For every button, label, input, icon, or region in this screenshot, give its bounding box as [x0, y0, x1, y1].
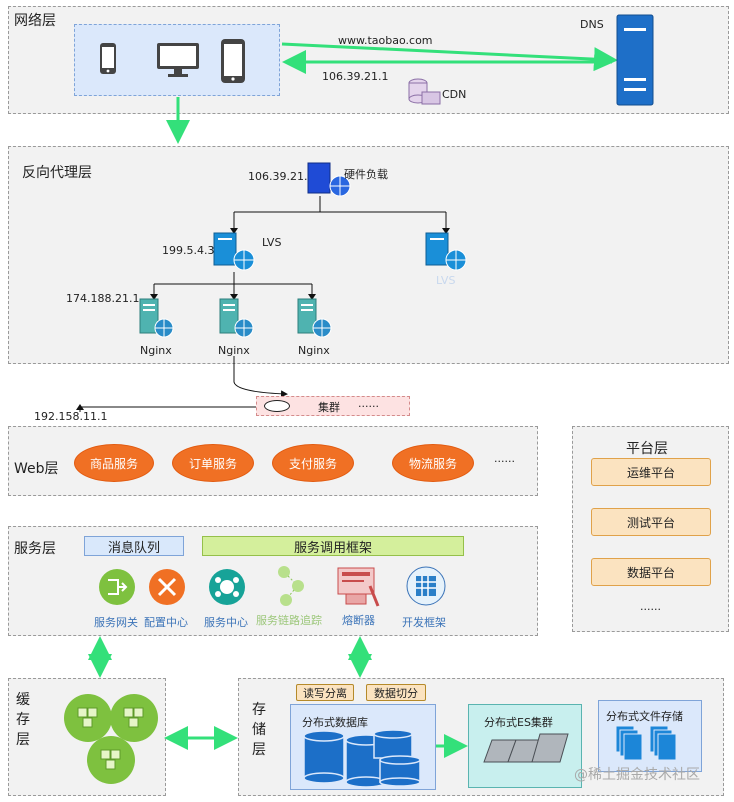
- dns-label: DNS: [580, 18, 604, 31]
- dns-domain-label: www.taobao.com: [338, 34, 433, 47]
- tablet-icon: [221, 39, 245, 83]
- payment-service[interactable]: 支付服务: [272, 444, 354, 482]
- cluster-node-ellipse: [264, 400, 290, 412]
- distributed-db-label: 分布式数据库: [302, 716, 368, 729]
- tracing-icon: [278, 566, 304, 606]
- config-center-label: 配置中心: [144, 616, 188, 629]
- lvs-ip-label: 199.5.4.3: [162, 244, 215, 257]
- storage-layer-title: 存 储 层: [252, 702, 266, 758]
- product-service[interactable]: 商品服务: [74, 444, 154, 482]
- cdn-label: CDN: [442, 88, 467, 101]
- nginx-server-icon: [139, 298, 174, 338]
- lvs-backup-server-icon: [425, 232, 467, 271]
- file-storage-label: 分布式文件存储: [606, 710, 683, 723]
- dev-framework-label: 开发框架: [402, 616, 446, 629]
- order-service[interactable]: 订单服务: [172, 444, 254, 482]
- tracing-label: 服务链路追踪: [256, 614, 322, 627]
- hw-ip-label: 106.39.21.1: [248, 170, 315, 183]
- cluster-label: 集群: [318, 401, 340, 414]
- proxy-layer: [8, 146, 729, 364]
- cache-layer-title: 缓 存 层: [16, 692, 30, 748]
- lvs-server-icon: [213, 232, 255, 271]
- watermark: @稀土掘金技术社区: [574, 767, 700, 783]
- ops-platform[interactable]: 运维平台: [591, 458, 711, 486]
- network-layer-title: 网络层: [14, 13, 56, 29]
- dns-server-icon: [616, 14, 654, 106]
- desktop-icon: [157, 43, 199, 77]
- service-center-label: 服务中心: [204, 616, 248, 629]
- shard-tag: 数据切分: [366, 684, 426, 701]
- cdn-icon: [408, 78, 441, 105]
- lvs-label: LVS: [262, 236, 282, 249]
- proxy-layer-title: 反向代理层: [22, 165, 92, 181]
- cache-cubes-icon: [64, 694, 158, 784]
- config-center-icon: [149, 569, 185, 605]
- es-cluster-icon: [483, 733, 569, 763]
- dev-framework-icon: [406, 566, 446, 606]
- phone-icon: [100, 43, 116, 74]
- nginx-ip-label: 174.188.21.1: [66, 292, 140, 305]
- dns-arrow-line: [281, 42, 618, 72]
- web-layer-title: Web层: [14, 461, 59, 477]
- database-cylinders-icon: [303, 730, 421, 788]
- circuit-breaker-label: 熔断器: [342, 614, 375, 627]
- cluster-more: ......: [358, 397, 379, 410]
- hw-label: 硬件负载: [344, 168, 388, 181]
- logistics-service[interactable]: 物流服务: [392, 444, 474, 482]
- nginx-label: Nginx: [218, 344, 250, 357]
- es-cluster-label: 分布式ES集群: [484, 716, 553, 729]
- dns-ip-label: 106.39.21.1: [322, 70, 389, 83]
- platform-more: ......: [640, 600, 661, 613]
- cluster-box: [256, 396, 410, 416]
- lvs-fanout-line: [153, 272, 313, 296]
- test-platform[interactable]: 测试平台: [591, 508, 711, 536]
- gateway-label: 服务网关: [94, 616, 138, 629]
- service-layer-title: 服务层: [14, 541, 56, 557]
- nginx-cluster-line: [233, 356, 288, 398]
- nginx-server-icon: [297, 298, 332, 338]
- circuit-breaker-icon: [337, 567, 380, 607]
- cluster-ip-label: 192.158.11.1: [34, 410, 108, 423]
- web-more: ......: [494, 452, 515, 465]
- hw-fanout-line: [233, 196, 447, 230]
- file-stack-icon: [615, 725, 677, 761]
- lvs-backup-label: LVS: [436, 274, 456, 287]
- nginx-label: Nginx: [140, 344, 172, 357]
- data-platform[interactable]: 数据平台: [591, 558, 711, 586]
- nginx-server-icon: [219, 298, 254, 338]
- platform-layer-title: 平台层: [626, 441, 668, 457]
- mq-tag: 消息队列: [84, 536, 184, 556]
- rw-split-tag: 读写分离: [296, 684, 354, 701]
- gateway-icon: [99, 569, 135, 605]
- service-center-icon: [209, 569, 245, 605]
- framework-tag: 服务调用框架: [202, 536, 464, 556]
- hw-loadbalancer-icon: [307, 162, 351, 197]
- nginx-label: Nginx: [298, 344, 330, 357]
